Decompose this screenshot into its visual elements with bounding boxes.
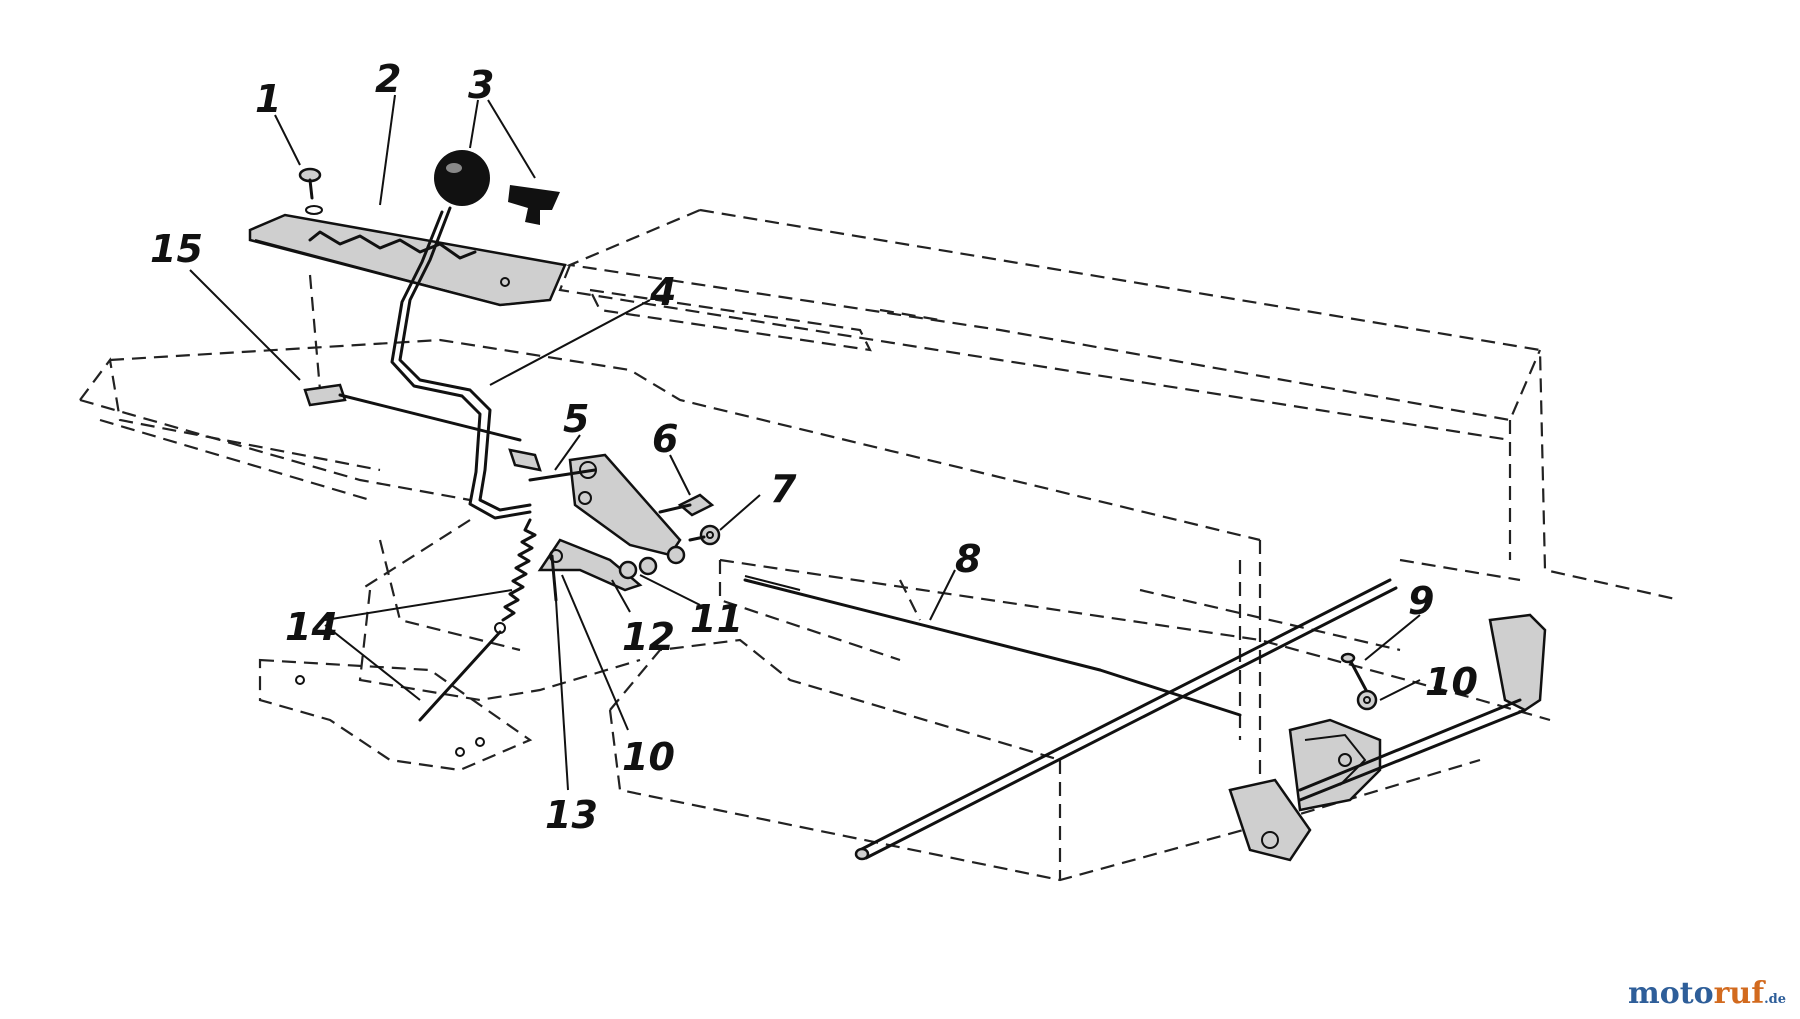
washers-left <box>618 545 686 580</box>
watermark-part1: moto <box>1627 976 1714 1011</box>
shift-knob <box>434 150 560 225</box>
pivot-nut <box>688 524 721 546</box>
callout-15: 15 <box>150 227 203 271</box>
return-spring <box>418 518 537 722</box>
shift-lever-rod <box>390 206 532 520</box>
frame-ghost-outline <box>79 208 1681 882</box>
panel-screw <box>298 167 323 215</box>
callout-11: 11 <box>690 597 743 641</box>
callout-9: 9 <box>1408 579 1434 623</box>
watermark-part3: .de <box>1764 992 1786 1007</box>
callout-6: 6 <box>652 417 678 461</box>
callout-3: 3 <box>468 63 494 107</box>
crank-washer <box>1356 689 1378 711</box>
callout-10-right: 10 <box>1425 660 1478 704</box>
crank-screw <box>1340 652 1368 692</box>
callout-8: 8 <box>955 537 981 581</box>
callout-12: 12 <box>622 615 675 659</box>
callout-13: 13 <box>545 793 598 837</box>
motoruf-watermark: motoruf.de <box>1628 976 1786 1011</box>
leader-lines <box>189 94 1421 791</box>
callout-4: 4 <box>649 270 676 314</box>
pivot-plate <box>528 453 682 592</box>
pivot-bolt <box>658 493 715 517</box>
cotter-pin <box>549 549 563 602</box>
callout-10-left: 10 <box>622 735 675 779</box>
watermark-part2: ruf <box>1713 976 1765 1011</box>
cross-shaft <box>854 578 1398 861</box>
callout-7: 7 <box>770 467 797 511</box>
callout-labels: 1 2 3 4 5 6 7 8 9 10 10 11 12 13 14 15 <box>150 57 1478 837</box>
bottom-bracket-plate <box>258 658 533 772</box>
shift-panel-plate <box>248 213 567 307</box>
crank-arm <box>1228 613 1547 862</box>
callout-1: 1 <box>255 77 281 121</box>
lever-bracket <box>303 274 542 472</box>
callout-2: 2 <box>375 57 401 101</box>
callout-5: 5 <box>563 397 589 441</box>
callout-14: 14 <box>285 605 338 649</box>
